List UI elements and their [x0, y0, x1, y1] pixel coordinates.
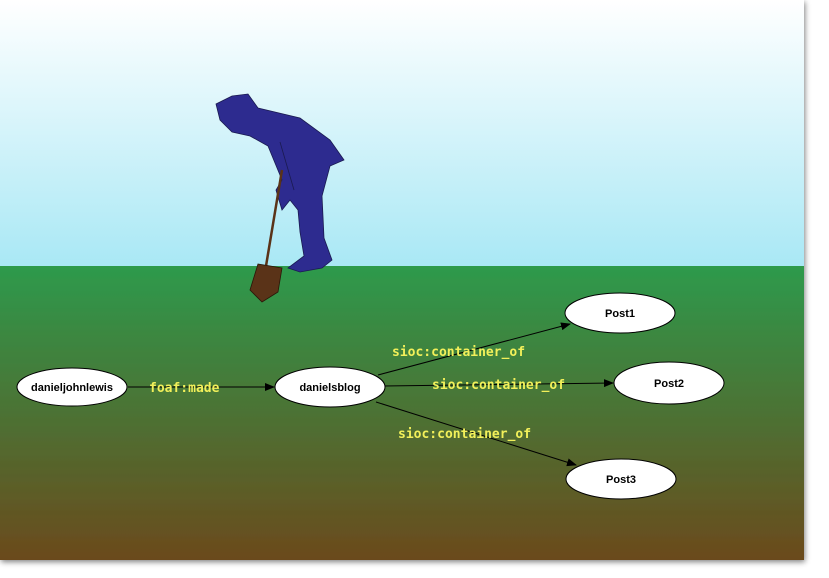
- edge-label-container-of-post2: sioc:container_of: [432, 378, 565, 393]
- edge-label-foaf-made: foaf:made: [149, 381, 220, 396]
- node-label: danielsblog: [299, 382, 360, 394]
- figure-arm: [279, 141, 295, 191]
- node-label: Post3: [606, 474, 636, 486]
- node-label: Post2: [654, 378, 684, 390]
- ground-background: [0, 266, 804, 560]
- shovel-icon: [249, 169, 284, 303]
- node-label: danieljohnlewis: [31, 382, 113, 394]
- edge-container-of-post3: [375, 401, 577, 467]
- node-post3[interactable]: Post3: [565, 458, 677, 500]
- edge-label-container-of-post1: sioc:container_of: [392, 345, 525, 360]
- node-label: Post1: [605, 308, 635, 320]
- edge-label-container-of-post3: sioc:container_of: [398, 427, 531, 442]
- edge-container-of-post2: [383, 379, 614, 388]
- node-danielsblog[interactable]: danielsblog: [274, 366, 386, 408]
- edges: [128, 322, 614, 467]
- sky-background: [0, 0, 804, 266]
- edge-container-of-post1: [377, 322, 571, 376]
- node-post2[interactable]: Post2: [613, 361, 725, 405]
- node-danieljohnlewis[interactable]: danieljohnlewis: [16, 367, 128, 407]
- node-post1[interactable]: Post1: [564, 292, 676, 334]
- person-digging-icon: [215, 93, 345, 273]
